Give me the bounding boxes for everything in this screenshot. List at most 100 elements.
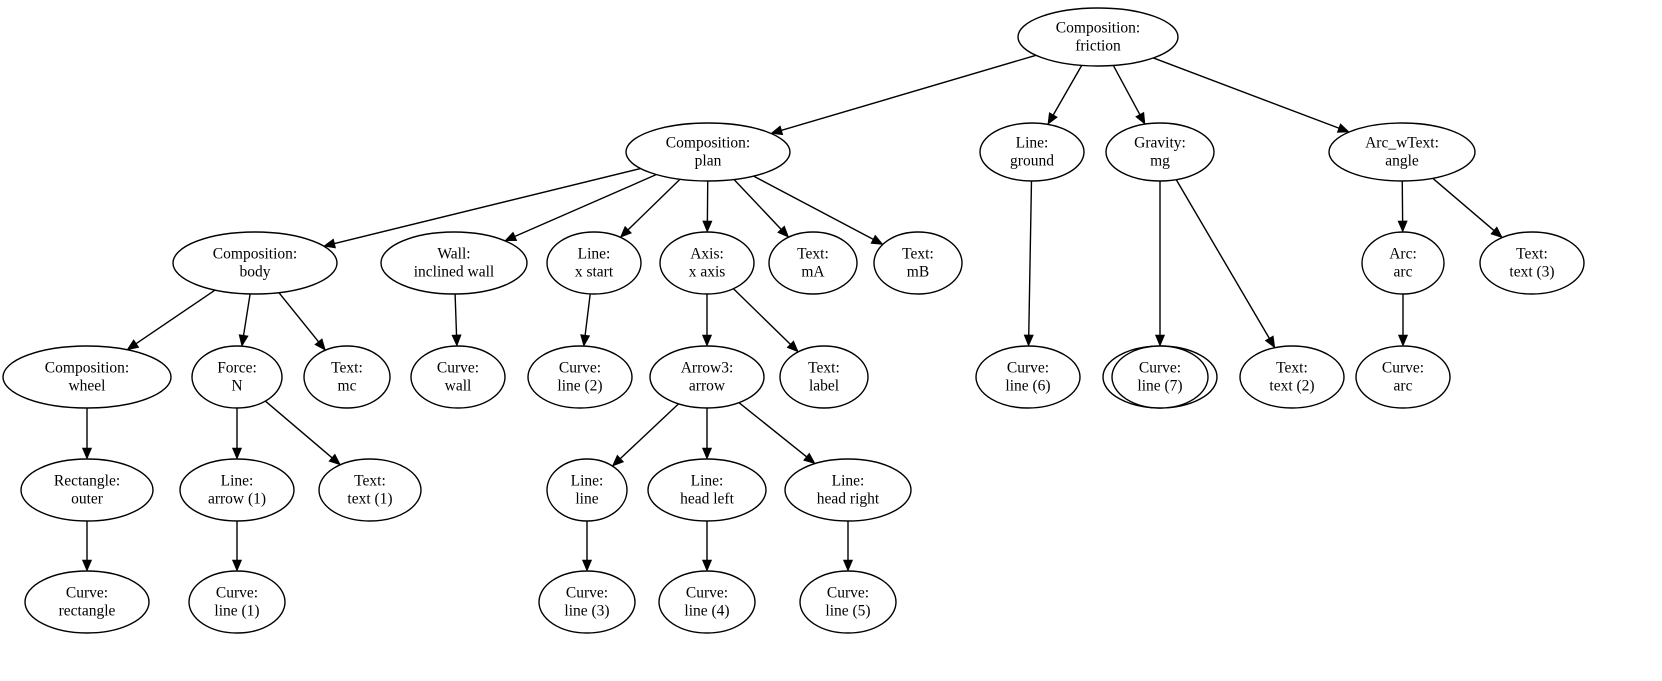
node-type-label: Curve: <box>437 360 479 377</box>
node-ellipse[interactable] <box>538 570 636 634</box>
graph-node-rectouter[interactable]: Rectangle:outer <box>20 458 154 522</box>
graph-edge <box>738 402 807 458</box>
node-ellipse[interactable] <box>1111 345 1209 409</box>
node-name-label: ground <box>1010 153 1054 170</box>
node-ellipse[interactable] <box>179 458 295 522</box>
node-type-label: Line: <box>832 473 865 490</box>
node-ellipse[interactable] <box>1105 122 1215 182</box>
node-ellipse[interactable] <box>779 345 869 409</box>
node-ellipse[interactable] <box>188 570 286 634</box>
graph-node-arrow1[interactable]: Line:arrow (1) <box>179 458 295 522</box>
node-ellipse[interactable] <box>658 570 756 634</box>
graph-node-line7[interactable]: Curve:line (7) <box>1111 345 1209 409</box>
graph-node-text1[interactable]: Text:text (1) <box>318 458 422 522</box>
edge-arrowhead-icon <box>238 334 249 347</box>
graph-node-forceN[interactable]: Force:N <box>191 345 283 409</box>
edge-arrowhead-icon <box>701 559 713 572</box>
node-name-label: mc <box>338 378 357 395</box>
graph-node-mg[interactable]: Gravity:mg <box>1105 122 1215 182</box>
node-ellipse[interactable] <box>784 458 912 522</box>
node-ellipse[interactable] <box>873 231 963 295</box>
node-ellipse[interactable] <box>24 570 150 634</box>
node-ellipse[interactable] <box>768 231 858 295</box>
graph-node-curveline5[interactable]: Curve:line (5) <box>799 570 897 634</box>
edge-arrowhead-icon <box>1264 335 1276 349</box>
node-ellipse[interactable] <box>1017 7 1179 67</box>
node-ellipse[interactable] <box>546 458 628 522</box>
graph-node-plan[interactable]: Composition:plan <box>625 122 791 182</box>
node-ellipse[interactable] <box>2 345 172 409</box>
node-ellipse[interactable] <box>191 345 283 409</box>
node-ellipse[interactable] <box>1479 231 1585 295</box>
graph-node-mc[interactable]: Text:mc <box>303 345 391 409</box>
graph-node-headright[interactable]: Line:head right <box>784 458 912 522</box>
node-name-label: arc <box>1394 378 1413 395</box>
node-type-label: Composition: <box>1056 20 1140 37</box>
node-type-label: Axis: <box>690 246 724 263</box>
graph-node-curverect[interactable]: Curve:rectangle <box>24 570 150 634</box>
node-ellipse[interactable] <box>303 345 391 409</box>
node-ellipse[interactable] <box>380 231 528 295</box>
node-name-label: x start <box>575 264 614 281</box>
node-ellipse[interactable] <box>649 345 765 409</box>
node-type-label: Line: <box>578 246 611 263</box>
node-ellipse[interactable] <box>625 122 791 182</box>
graph-node-xaxis[interactable]: Axis:x axis <box>659 231 755 295</box>
graph-node-curveline3[interactable]: Curve:line (3) <box>538 570 636 634</box>
graph-edge <box>1112 65 1141 115</box>
graph-edge <box>627 178 681 231</box>
edge-arrowhead-icon <box>328 453 341 466</box>
graph-node-arrow3[interactable]: Arrow3:arrow <box>649 345 765 409</box>
node-type-label: Text: <box>354 473 386 490</box>
node-ellipse[interactable] <box>527 345 633 409</box>
graph-node-ground[interactable]: Line:ground <box>979 122 1085 182</box>
graph-node-curvearc[interactable]: Curve:arc <box>1355 345 1451 409</box>
node-ellipse[interactable] <box>410 345 506 409</box>
graph-node-lineline[interactable]: Line:line <box>546 458 628 522</box>
graph-node-curveline4[interactable]: Curve:line (4) <box>658 570 756 634</box>
node-ellipse[interactable] <box>20 458 154 522</box>
graph-node-headleft[interactable]: Line:head left <box>647 458 767 522</box>
graph-node-wall[interactable]: Wall:inclined wall <box>380 231 528 295</box>
edge-arrowhead-icon <box>1135 111 1146 125</box>
node-name-label: body <box>240 264 271 281</box>
edge-arrowhead-icon <box>81 447 93 460</box>
node-type-label: Text: <box>902 246 934 263</box>
graph-node-wheel[interactable]: Composition:wheel <box>2 345 172 409</box>
node-ellipse[interactable] <box>1355 345 1451 409</box>
graph-node-body[interactable]: Composition:body <box>172 231 338 295</box>
node-ellipse[interactable] <box>318 458 422 522</box>
graph-node-arc[interactable]: Arc:arc <box>1361 231 1445 295</box>
graph-node-curveline1[interactable]: Curve:line (1) <box>188 570 286 634</box>
node-ellipse[interactable] <box>1239 345 1345 409</box>
node-type-label: Arrow3: <box>681 360 734 377</box>
node-ellipse[interactable] <box>659 231 755 295</box>
edge-arrowhead-icon <box>702 220 713 233</box>
node-ellipse[interactable] <box>799 570 897 634</box>
graph-node-xstart[interactable]: Line:x start <box>546 231 642 295</box>
graph-node-curvewall[interactable]: Curve:wall <box>410 345 506 409</box>
graph-node-text2[interactable]: Text:text (2) <box>1239 345 1345 409</box>
node-ellipse[interactable] <box>546 231 642 295</box>
node-ellipse[interactable] <box>975 345 1081 409</box>
edge-arrowhead-icon <box>231 559 243 572</box>
node-type-label: Composition: <box>666 135 750 152</box>
graph-node-text3[interactable]: Text:text (3) <box>1479 231 1585 295</box>
node-name-label: line (4) <box>684 603 729 620</box>
graph-node-mA[interactable]: Text:mA <box>768 231 858 295</box>
graph-node-line2[interactable]: Curve:line (2) <box>527 345 633 409</box>
node-ellipse[interactable] <box>172 231 338 295</box>
graph-node-mB[interactable]: Text:mB <box>873 231 963 295</box>
node-type-label: Composition: <box>45 360 129 377</box>
graph-node-angle[interactable]: Arc_wText:angle <box>1328 122 1476 182</box>
node-type-label: Text: <box>1516 246 1548 263</box>
graph-node-label[interactable]: Text:label <box>779 345 869 409</box>
node-ellipse[interactable] <box>1328 122 1476 182</box>
graph-node-friction[interactable]: Composition:friction <box>1017 7 1179 67</box>
node-ellipse[interactable] <box>647 458 767 522</box>
node-ellipse[interactable] <box>1361 231 1445 295</box>
node-name-label: arrow (1) <box>208 491 266 508</box>
node-ellipse[interactable] <box>979 122 1085 182</box>
node-type-label: Curve: <box>216 585 258 602</box>
graph-node-line6[interactable]: Curve:line (6) <box>975 345 1081 409</box>
